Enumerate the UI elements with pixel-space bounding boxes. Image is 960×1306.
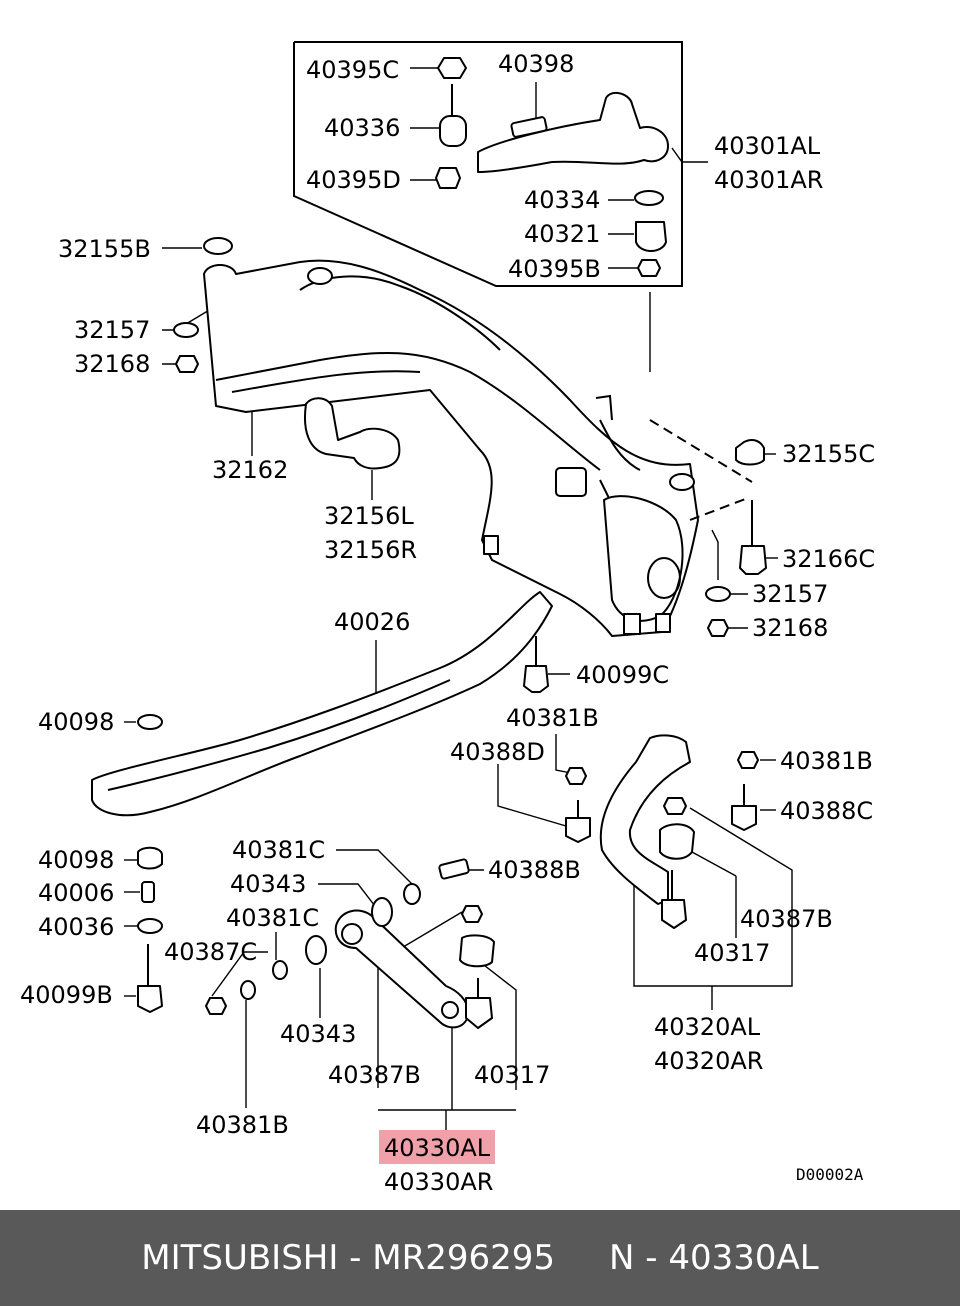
part-label-40320AL[interactable]: 40320AL	[654, 1013, 761, 1041]
part-label-40320AR[interactable]: 40320AR	[654, 1047, 763, 1075]
part-label-40330AR[interactable]: 40330AR	[384, 1168, 493, 1196]
part-label-40388B[interactable]: 40388B	[488, 856, 581, 884]
part-label-40036[interactable]: 40036	[38, 913, 114, 941]
part-label-40317[interactable]: 40317	[474, 1061, 550, 1089]
part-label-40099B[interactable]: 40099B	[20, 981, 113, 1009]
part-label-40336[interactable]: 40336	[324, 114, 400, 142]
part-label-40387B[interactable]: 40387B	[328, 1061, 421, 1089]
part-label-40317-right[interactable]: 40317	[694, 939, 770, 967]
part-label-32162[interactable]: 32162	[212, 456, 288, 484]
lower-arm-parts	[565, 734, 759, 929]
drawing-code: D00002A	[796, 1165, 864, 1184]
part-label-32157[interactable]: 32157	[74, 316, 150, 344]
part-label-40301AR[interactable]: 40301AR	[714, 166, 823, 194]
part-label-32157-right[interactable]: 32157	[752, 580, 828, 608]
part-label-40098-lower[interactable]: 40098	[38, 846, 114, 874]
part-label-32156L[interactable]: 32156L	[324, 502, 414, 530]
part-label-40381C[interactable]: 40381C	[232, 836, 325, 864]
part-label-40388C[interactable]: 40388C	[780, 797, 873, 825]
part-label-40006[interactable]: 40006	[38, 879, 114, 907]
part-label-32168[interactable]: 32168	[74, 350, 150, 378]
upper-arm-group-box	[293, 41, 683, 287]
part-label-40398[interactable]: 40398	[498, 50, 574, 78]
part-label-40099C[interactable]: 40099C	[576, 661, 669, 689]
part-number-labels: 40395C 40398 40336 40301AL 40301AR 40395…	[20, 50, 875, 1196]
part-highlight	[379, 1130, 495, 1164]
part-label-40321[interactable]: 40321	[524, 220, 600, 248]
leader-lines	[124, 67, 793, 1132]
part-label-40395B[interactable]: 40395B	[508, 255, 601, 283]
part-label-40395D[interactable]: 40395D	[306, 166, 401, 194]
part-label-40343-lower[interactable]: 40343	[280, 1020, 356, 1048]
part-label-40395C[interactable]: 40395C	[306, 56, 399, 84]
part-label-40301AL[interactable]: 40301AL	[714, 132, 821, 160]
part-label-40381B-bottom[interactable]: 40381B	[196, 1111, 289, 1139]
part-label-40387B-right[interactable]: 40387B	[740, 905, 833, 933]
part-label-32156R[interactable]: 32156R	[324, 536, 417, 564]
part-label-32166C[interactable]: 32166C	[782, 545, 875, 573]
part-label-40381B-right[interactable]: 40381B	[780, 747, 873, 775]
rear-support-member	[91, 591, 553, 817]
footer-part-info: MITSUBISHI - MR296295 N - 40330AL	[141, 1238, 819, 1278]
part-label-32155B[interactable]: 32155B	[58, 235, 151, 263]
part-label-40098[interactable]: 40098	[38, 708, 114, 736]
part-label-40388D[interactable]: 40388D	[450, 738, 545, 766]
part-label-40026[interactable]: 40026	[334, 608, 410, 636]
upper-control-arm-parts	[435, 57, 669, 277]
part-info-footer: MITSUBISHI - MR296295 N - 40330AL	[0, 1210, 960, 1306]
part-label-40381B-top[interactable]: 40381B	[506, 704, 599, 732]
front-crossmember	[203, 237, 699, 637]
trailing-arm-parts	[137, 846, 495, 1029]
part-label-40381C-lower[interactable]: 40381C	[226, 904, 319, 932]
part-label-40334[interactable]: 40334	[524, 186, 600, 214]
part-label-40343[interactable]: 40343	[230, 870, 306, 898]
part-label-40387C[interactable]: 40387C	[164, 938, 257, 966]
part-label-32155C[interactable]: 32155C	[782, 440, 875, 468]
crossmember-bushings	[173, 322, 767, 637]
parts-diagram: 40395C 40398 40336 40301AL 40301AR 40395…	[20, 41, 875, 1196]
part-label-40330AL-highlighted[interactable]: 40330AL	[384, 1134, 491, 1162]
part-label-32168-right[interactable]: 32168	[752, 614, 828, 642]
